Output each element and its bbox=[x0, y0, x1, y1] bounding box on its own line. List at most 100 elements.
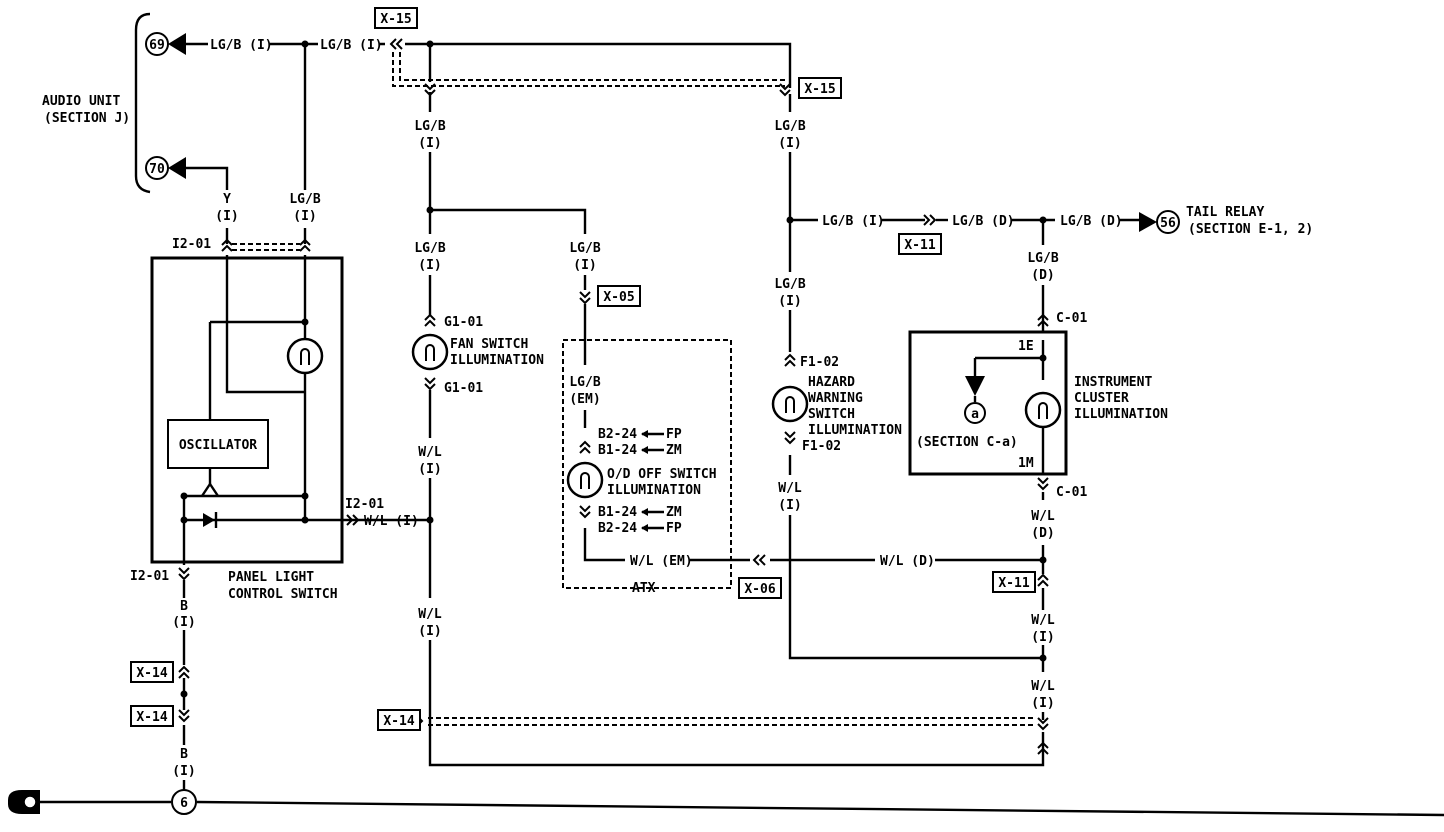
svg-text:CONTROL SWITCH: CONTROL SWITCH bbox=[228, 587, 338, 602]
svg-text:LG/B: LG/B bbox=[289, 192, 320, 207]
svg-text:ATX: ATX bbox=[632, 581, 656, 596]
terminal-56: 56 bbox=[1139, 210, 1180, 234]
connector-x06: X-06 bbox=[744, 582, 775, 597]
svg-text:F1-02: F1-02 bbox=[800, 355, 839, 370]
svg-text:B2-24: B2-24 bbox=[598, 521, 637, 536]
svg-text:ILLUMINATION: ILLUMINATION bbox=[450, 353, 544, 368]
terminal-69: 69 bbox=[145, 32, 186, 56]
wires bbox=[40, 12, 1444, 817]
svg-text:(I): (I) bbox=[418, 624, 441, 639]
svg-text:B: B bbox=[180, 747, 188, 762]
svg-text:ZM: ZM bbox=[666, 443, 682, 458]
od-switch-bulb-icon bbox=[566, 461, 604, 499]
svg-text:C-01: C-01 bbox=[1056, 485, 1087, 500]
svg-text:G1-01: G1-01 bbox=[444, 315, 483, 330]
fan-switch-bulb-icon bbox=[411, 333, 449, 371]
panel-light-control-switch-box bbox=[150, 256, 344, 564]
svg-text:ILLUMINATION: ILLUMINATION bbox=[607, 483, 701, 498]
connector-x05: X-05 bbox=[603, 290, 634, 305]
svg-text:(I): (I) bbox=[418, 462, 441, 477]
svg-text:(I): (I) bbox=[418, 136, 441, 151]
terminal-70: 70 bbox=[145, 156, 186, 180]
svg-text:LG/B (D): LG/B (D) bbox=[1060, 214, 1123, 229]
junctions bbox=[180, 40, 1047, 698]
svg-text:(SECTION C-a): (SECTION C-a) bbox=[916, 435, 1018, 450]
svg-text:W/L (I): W/L (I) bbox=[364, 514, 419, 529]
component-labels: AUDIO UNIT (SECTION J) TAIL RELAY (SECTI… bbox=[42, 94, 1313, 602]
svg-text:FAN SWITCH: FAN SWITCH bbox=[450, 337, 528, 352]
svg-text:I2-01: I2-01 bbox=[172, 237, 211, 252]
svg-text:(EM): (EM) bbox=[569, 392, 600, 407]
svg-text:W/L: W/L bbox=[418, 445, 442, 460]
svg-text:(I): (I) bbox=[573, 258, 596, 273]
svg-text:Y: Y bbox=[223, 192, 231, 207]
terminal-6: 6 bbox=[171, 789, 197, 815]
connector-x11-top: X-11 bbox=[904, 238, 935, 253]
panel-bulb-icon bbox=[286, 337, 324, 375]
ground-symbol-icon bbox=[8, 790, 40, 814]
svg-text:LG/B (I): LG/B (I) bbox=[822, 214, 885, 229]
svg-text:WARNING: WARNING bbox=[808, 391, 863, 406]
svg-text:a: a bbox=[971, 407, 979, 422]
svg-text:W/L: W/L bbox=[1031, 509, 1055, 524]
svg-text:I2-01: I2-01 bbox=[130, 569, 169, 584]
svg-text:1E: 1E bbox=[1018, 339, 1034, 354]
connector-x14-b: X-14 bbox=[136, 710, 167, 725]
svg-text:O/D OFF SWITCH: O/D OFF SWITCH bbox=[607, 467, 717, 482]
svg-text:LG/B (D): LG/B (D) bbox=[952, 214, 1015, 229]
svg-text:1M: 1M bbox=[1018, 456, 1034, 471]
svg-text:HAZARD: HAZARD bbox=[808, 375, 855, 390]
svg-text:(I): (I) bbox=[778, 498, 801, 513]
svg-text:(I): (I) bbox=[172, 615, 195, 630]
svg-text:I2-01: I2-01 bbox=[345, 497, 384, 512]
svg-text:(I): (I) bbox=[1031, 696, 1054, 711]
svg-text:B1-24: B1-24 bbox=[598, 505, 637, 520]
svg-text:W/L (D): W/L (D) bbox=[880, 554, 935, 569]
svg-text:LG/B (I): LG/B (I) bbox=[210, 38, 273, 53]
svg-text:B: B bbox=[180, 599, 188, 614]
svg-text:6: 6 bbox=[180, 796, 188, 811]
connector-x15-top: X-15 bbox=[380, 12, 411, 27]
svg-text:F1-02: F1-02 bbox=[802, 439, 841, 454]
hazard-switch-bulb-icon bbox=[771, 385, 809, 423]
svg-text:(I): (I) bbox=[172, 764, 195, 779]
svg-text:(SECTION E-1, 2): (SECTION E-1, 2) bbox=[1188, 222, 1313, 237]
svg-text:ILLUMINATION: ILLUMINATION bbox=[808, 423, 902, 438]
svg-text:LG/B: LG/B bbox=[569, 375, 600, 390]
svg-text:PANEL LIGHT: PANEL LIGHT bbox=[228, 570, 314, 585]
cluster-bulb-icon bbox=[1024, 391, 1062, 429]
svg-text:INSTRUMENT: INSTRUMENT bbox=[1074, 375, 1152, 390]
svg-text:W/L: W/L bbox=[1031, 613, 1055, 628]
svg-text:(I): (I) bbox=[778, 294, 801, 309]
svg-text:W/L: W/L bbox=[778, 481, 802, 496]
svg-text:ILLUMINATION: ILLUMINATION bbox=[1074, 407, 1168, 422]
pin-labels: I2-01 I2-01 I2-01 G1-01 G1-01 F1-02 F1-0… bbox=[130, 237, 1087, 584]
svg-text:LG/B: LG/B bbox=[774, 277, 805, 292]
svg-text:LG/B: LG/B bbox=[569, 241, 600, 256]
svg-text:(D): (D) bbox=[1031, 268, 1054, 283]
connector-chevrons bbox=[178, 38, 1049, 755]
svg-text:B1-24: B1-24 bbox=[598, 443, 637, 458]
svg-text:SWITCH: SWITCH bbox=[808, 407, 855, 422]
svg-text:70: 70 bbox=[149, 162, 165, 177]
oscillator-box bbox=[167, 419, 269, 469]
svg-text:CLUSTER: CLUSTER bbox=[1074, 391, 1129, 406]
svg-text:B2-24: B2-24 bbox=[598, 427, 637, 442]
svg-text:56: 56 bbox=[1160, 216, 1176, 231]
connector-x15-right: X-15 bbox=[804, 82, 835, 97]
svg-text:(I): (I) bbox=[778, 136, 801, 151]
svg-text:FP: FP bbox=[666, 427, 682, 442]
svg-text:W/L (EM): W/L (EM) bbox=[630, 554, 693, 569]
connector-x14-a: X-14 bbox=[136, 666, 167, 681]
svg-text:ZM: ZM bbox=[666, 505, 682, 520]
connector-x14-bottom: X-14 bbox=[383, 714, 414, 729]
svg-text:AUDIO UNIT: AUDIO UNIT bbox=[42, 94, 120, 109]
connector-x11-right: X-11 bbox=[998, 576, 1029, 591]
svg-text:C-01: C-01 bbox=[1056, 311, 1087, 326]
terminal-a: a bbox=[964, 402, 986, 424]
svg-text:(I): (I) bbox=[1031, 630, 1054, 645]
oscillator-label: OSCILLATOR bbox=[179, 438, 257, 453]
svg-text:(I): (I) bbox=[418, 258, 441, 273]
wire-labels: LG/B (I) LG/B (I) LG/B (I) LG/B (D) LG/B… bbox=[172, 36, 1123, 779]
